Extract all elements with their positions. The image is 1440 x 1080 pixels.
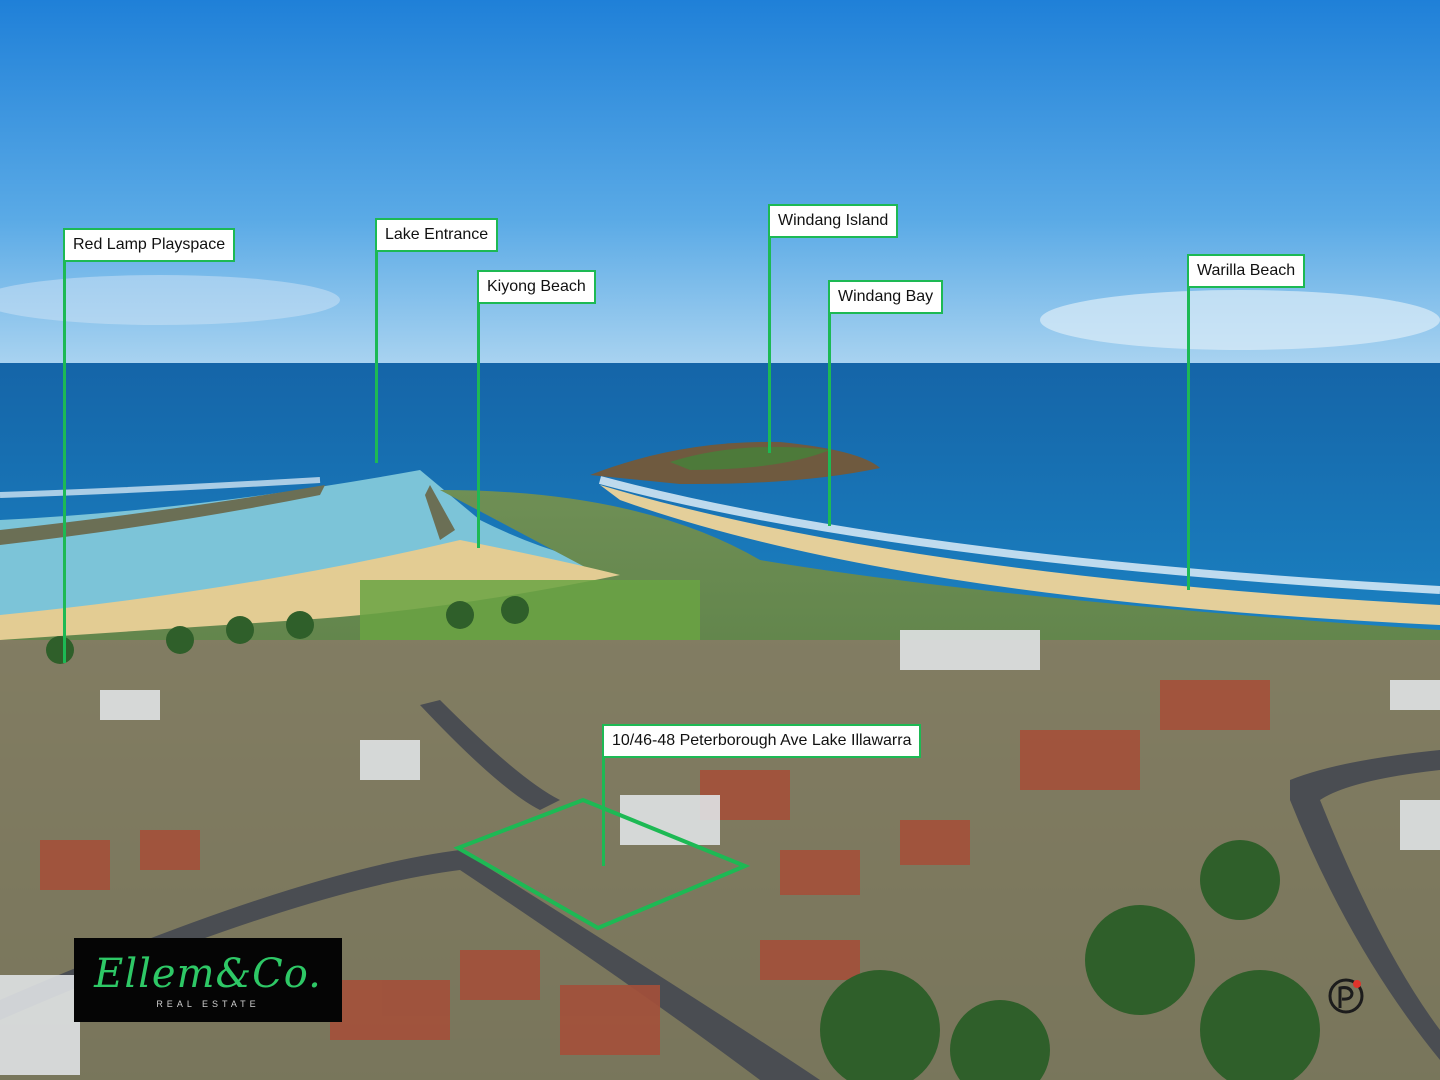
park [360, 580, 700, 640]
leader-windang-bay [828, 312, 831, 526]
trees [46, 596, 1320, 1080]
road [0, 850, 820, 1080]
leader-warilla-beach [1187, 286, 1190, 590]
surf-line [0, 477, 321, 498]
road [420, 700, 560, 810]
buildings [40, 680, 1270, 1055]
label-windang-island: Windang Island [768, 204, 899, 238]
leader-red-lamp [63, 258, 66, 663]
buildings [0, 630, 1440, 1075]
surf-line [598, 476, 1440, 594]
label-kiyong-beach: Kiyong Beach [477, 270, 596, 304]
leader-kiyong-beach [477, 302, 480, 548]
breakwall [0, 485, 325, 545]
label-property-address: 10/46-48 Peterborough Ave Lake Illawarra [602, 724, 922, 758]
breakwall [425, 485, 455, 540]
logo-brand-text: Ellem&Co. [94, 951, 322, 997]
leader-windang-island [768, 236, 771, 453]
road [1290, 750, 1440, 1060]
logo-tagline: REAL ESTATE [156, 999, 260, 1009]
label-warilla-beach: Warilla Beach [1187, 254, 1306, 288]
brand-logo: Ellem&Co. REAL ESTATE [74, 938, 342, 1022]
island-vegetation [670, 446, 830, 470]
sand-spit [0, 540, 620, 640]
label-lake-entrance: Lake Entrance [375, 218, 499, 252]
p-logo-icon [1328, 978, 1364, 1014]
label-windang-bay: Windang Bay [828, 280, 944, 314]
label-red-lamp-playspace: Red Lamp Playspace [63, 228, 236, 262]
beach [600, 485, 1440, 625]
leader-lake-entrance [375, 250, 378, 463]
cloud [0, 275, 340, 325]
cloud [1040, 290, 1440, 350]
property-outline [453, 797, 751, 931]
leader-property [602, 756, 605, 866]
